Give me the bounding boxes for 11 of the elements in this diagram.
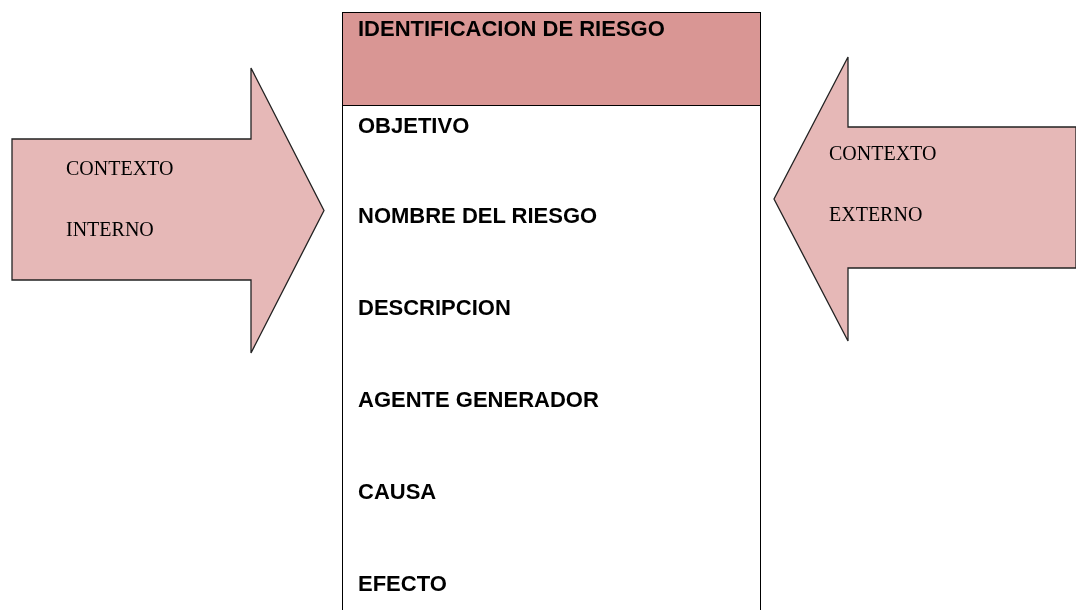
- field-label: OBJETIVO: [358, 113, 470, 139]
- field-label: NOMBRE DEL RIESGO: [358, 203, 598, 229]
- field-label: CAUSA: [358, 479, 437, 505]
- field-label: AGENTE GENERADOR: [358, 387, 599, 413]
- risk-table: [342, 12, 761, 610]
- field-label: DESCRIPCION: [358, 295, 511, 321]
- field-label: EFECTO: [358, 571, 447, 597]
- table-heading: IDENTIFICACION DE RIESGO: [358, 16, 665, 41]
- header-band: [343, 13, 760, 106]
- arrow-label: CONTEXTO INTERNO: [66, 156, 175, 242]
- arrow-label: CONTEXTO EXTERNO: [829, 141, 938, 227]
